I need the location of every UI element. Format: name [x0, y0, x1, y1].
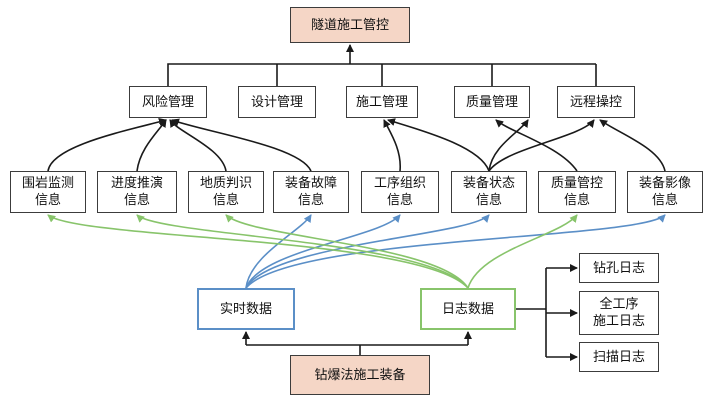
curve-progress-to-risk [136, 119, 167, 172]
log-full-process: 全工序 施工日志 [579, 291, 659, 335]
blue-to-image [245, 214, 666, 289]
green-to-geology [225, 214, 469, 289]
root-node: 隧道施工管控 [290, 7, 410, 43]
blue-to-status [245, 214, 490, 289]
module-construction: 施工管理 [346, 86, 418, 118]
info-geology: 地质判识 信息 [188, 171, 264, 213]
curve-process-to-construction [383, 119, 401, 172]
info-equipment-fault: 装备故障 信息 [273, 171, 349, 213]
module-design: 设计管理 [238, 86, 316, 118]
log-drilling: 钻孔日志 [579, 253, 659, 283]
green-to-rock [47, 214, 469, 289]
curve-rock-to-risk [47, 118, 167, 172]
info-quality-control: 质量管控 信息 [538, 171, 616, 213]
module-bus-line [167, 63, 596, 86]
curve-fault-to-risk [171, 118, 312, 172]
info-equipment-image: 装备影像 信息 [627, 171, 703, 213]
info-progress: 进度推演 信息 [97, 171, 177, 213]
green-to-quality-control [467, 214, 578, 289]
curve-status-to-quality [488, 119, 529, 172]
module-remote: 远程操控 [557, 86, 635, 118]
log-scanning: 扫描日志 [579, 342, 659, 372]
realtime-data-node: 实时数据 [197, 288, 295, 330]
curve-qc-to-quality [495, 119, 578, 172]
blue-to-process [245, 214, 401, 289]
info-equipment-status: 装备状态 信息 [451, 171, 527, 213]
green-to-progress [136, 214, 469, 289]
curve-status-to-remote [488, 119, 595, 172]
blue-to-fault [245, 214, 312, 289]
module-risk: 风险管理 [129, 86, 207, 118]
drill-blast-equipment-node: 钻爆法施工装备 [290, 355, 430, 395]
curve-image-to-remote [599, 119, 666, 172]
log-data-node: 日志数据 [420, 288, 516, 330]
curve-status-to-construction [387, 118, 490, 172]
info-surrounding-rock: 围岩监测 信息 [10, 171, 86, 213]
info-process: 工序组织 信息 [361, 171, 439, 213]
module-quality: 质量管理 [454, 86, 530, 118]
